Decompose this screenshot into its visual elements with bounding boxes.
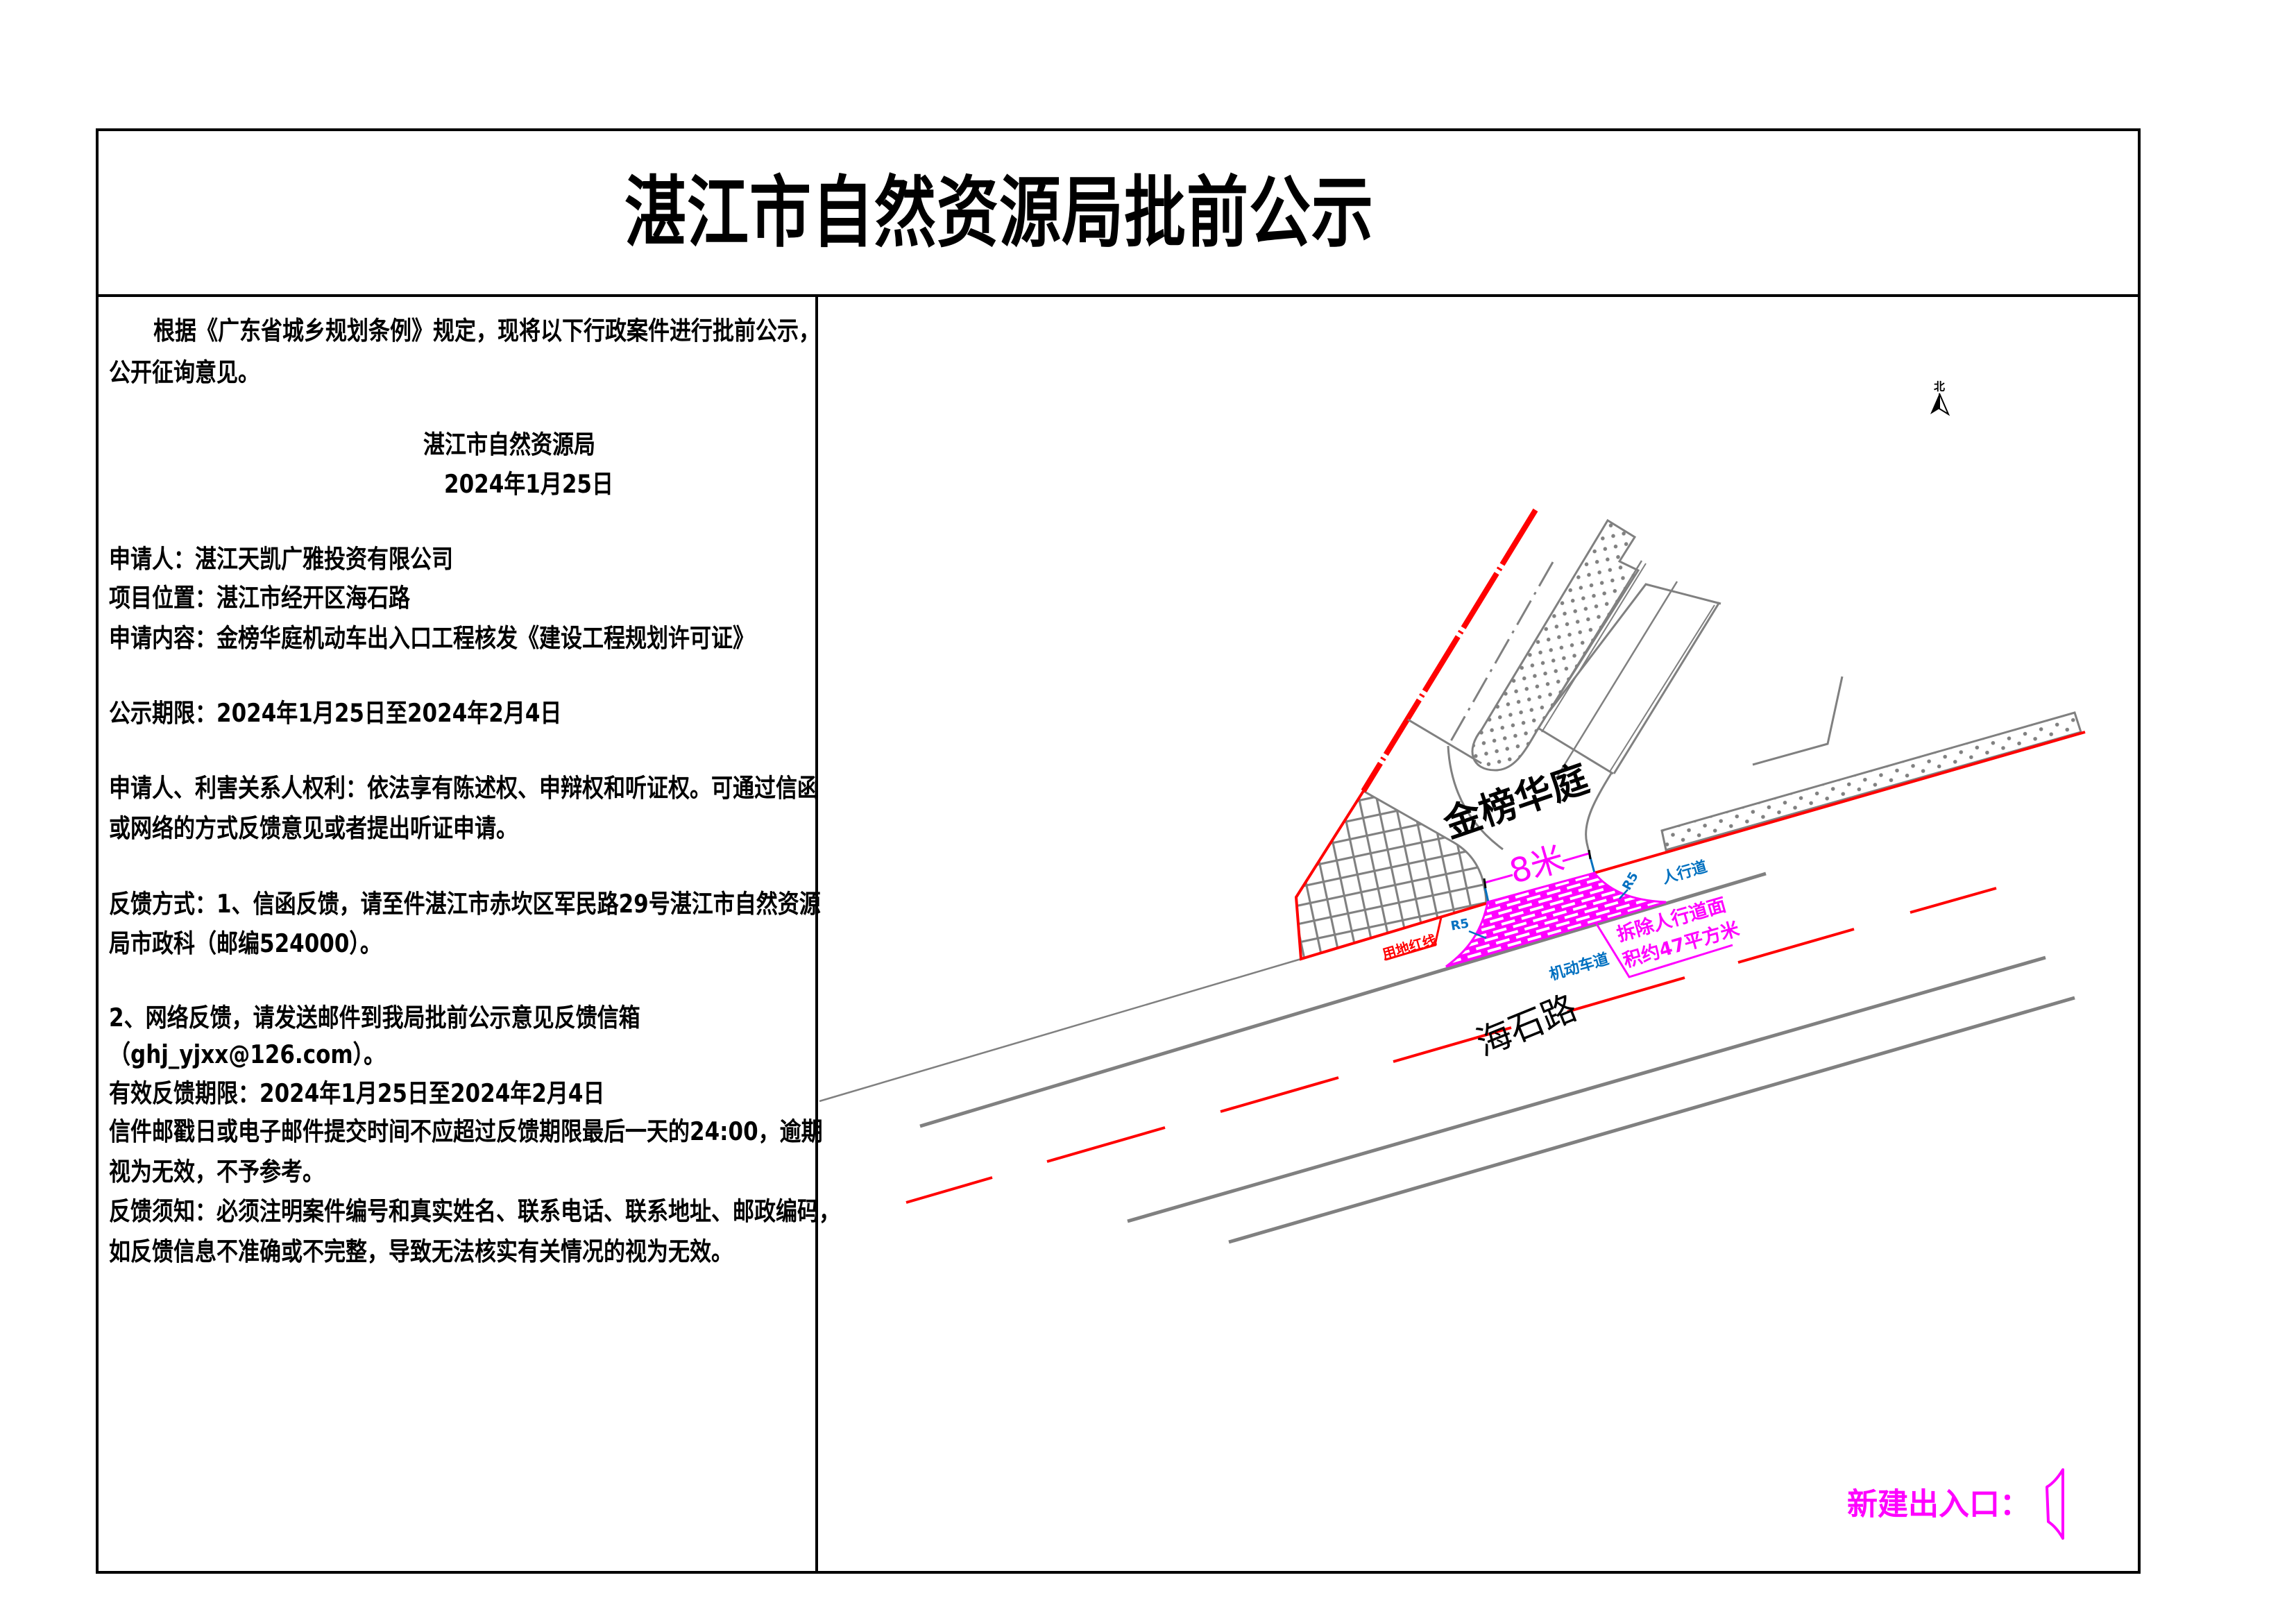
period-field: 公示期限：2024年1月25日至2024年2月4日 [109,699,561,728]
valid-period-field: 有效反馈期限：2024年1月25日至2024年2月4日 [109,1079,604,1108]
requirements-line-2: 如反馈信息不准确或不完整，导致无法核实有关情况的视为无效。 [109,1237,733,1267]
intro-line-1: 根据《广东省城乡规划条例》规定，现将以下行政案件进行批前公示， [153,316,820,346]
neighbor-boundary-line [1752,676,1844,766]
road-edge-line-2 [919,872,1767,1128]
content-value: 金榜华庭机动车出入口工程核发《建设工程规划许可证》 [216,623,754,654]
north-arrow-icon: 北 [1930,380,1950,416]
property-line-label-box [1385,917,1443,961]
parcel-boundary-line [1407,718,1482,765]
demolition-area [1445,872,1667,968]
signature-date: 2024年1月25日 [444,469,613,500]
motor-lane-label: 机动车道 [1547,950,1611,984]
valid-period-value: 2024年1月25日至2024年2月4日 [260,1078,605,1109]
column-divider [815,294,818,1574]
applicant-field: 申请人：湛江天凯广雅投资有限公司 [109,545,453,574]
legend-label: 新建出入口： [1847,1487,2030,1522]
applicant-label: 申请人： [109,544,195,575]
community-name-label: 金榜华庭 [1438,756,1595,847]
property-red-line-lower [1294,790,1487,961]
road-edge-line-4 [1228,996,2075,1244]
driveway-centerline [1447,561,1554,747]
requirements-line-1: 反馈须知：必须注明案件编号和真实姓名、联系电话、联系地址、邮政编码， [109,1196,840,1227]
dimension-tick-right [1588,849,1592,860]
location-label: 项目位置： [109,583,216,613]
road-edge-line-3 [1127,955,2046,1223]
curb-radius-leader-lower [1468,930,1487,940]
island-edge-line-2 [1541,563,1647,733]
curb-radius-leader-upper [1619,889,1629,899]
feedback-online-line-1: 2、网络反馈，请发送邮件到我局批前公示意见反馈信箱 [109,1003,640,1033]
period-label: 公示期限： [109,698,216,729]
curb-arc-left [1483,886,1490,903]
property-red-line-right [1594,731,2086,874]
deadline-note-line-1: 信件邮戳日或电子邮件提交时间不应超过反馈期限最后一天的24:00，逾期 [109,1116,823,1147]
property-red-line [1361,508,1538,793]
feedback-email: （ghj_yjxx@126.com）。 [109,1039,386,1070]
deadline-note-line-2: 视为无效，不予参考。 [109,1157,324,1187]
curb-radius-label-lower: R5 [1449,916,1470,933]
content-field: 申请内容：金榜华庭机动车出入口工程核发《建设工程规划许可证》 [109,624,754,653]
curb-radius-label-upper: R5 [1619,869,1641,892]
landscape-island [1471,518,1640,772]
location-value: 湛江市经开区海石路 [216,583,410,613]
entrance-symbol-icon [2046,1468,2064,1540]
signature-org: 湛江市自然资源局 [423,430,595,460]
road-edge-line-1 [819,958,1302,1103]
feedback-mail-line-2: 局市政科（邮编524000）。 [109,928,382,959]
road-center-dashes [905,887,1997,1204]
page-title: 湛江市自然资源局批前公示 [624,167,1374,257]
applicant-value: 湛江天凯广雅投资有限公司 [195,544,453,575]
intro-line-2: 公开征询意见。 [109,357,260,388]
north-label: 北 [1934,380,1945,393]
period-value: 2024年1月25日至2024年2月4日 [216,698,562,729]
property-line-label: 用地红线 [1380,931,1438,962]
building-bottom-edge [1538,727,1614,775]
valid-period-label: 有效反馈期限： [109,1078,260,1109]
driveway-left-curb [1447,745,1504,851]
building-inner-line [1556,581,1678,776]
title-divider [96,294,2141,297]
notice-frame [96,128,2141,1574]
rights-line-1: 申请人、利害关系人权利：依法享有陈述权、申辩权和听证权。可通过信函 [109,773,819,804]
sidewalk-label: 人行道 [1660,858,1710,887]
building-outline [1548,583,1721,712]
location-field: 项目位置：湛江市经开区海石路 [109,584,410,613]
building-right-edge [1613,602,1721,774]
rights-line-2: 或网络的方式反馈意见或者提出听证申请。 [109,813,518,844]
island-edge-line [1536,560,1643,731]
driveway-right-curb [1585,772,1613,856]
road-name-label: 海石路 [1471,987,1583,1064]
entrance-width-dimension [1484,852,1590,884]
content-label: 申请内容： [109,623,216,654]
sidewalk-green-strip [1660,711,2082,851]
dimension-tick-left [1483,878,1487,889]
demolition-note-leader [1595,922,1733,978]
building-right-edge-2 [1609,604,1715,772]
feedback-mail-line-1: 反馈方式：1、信函反馈，请至件湛江市赤坎区军民路29号湛江市自然资源 [109,889,821,919]
